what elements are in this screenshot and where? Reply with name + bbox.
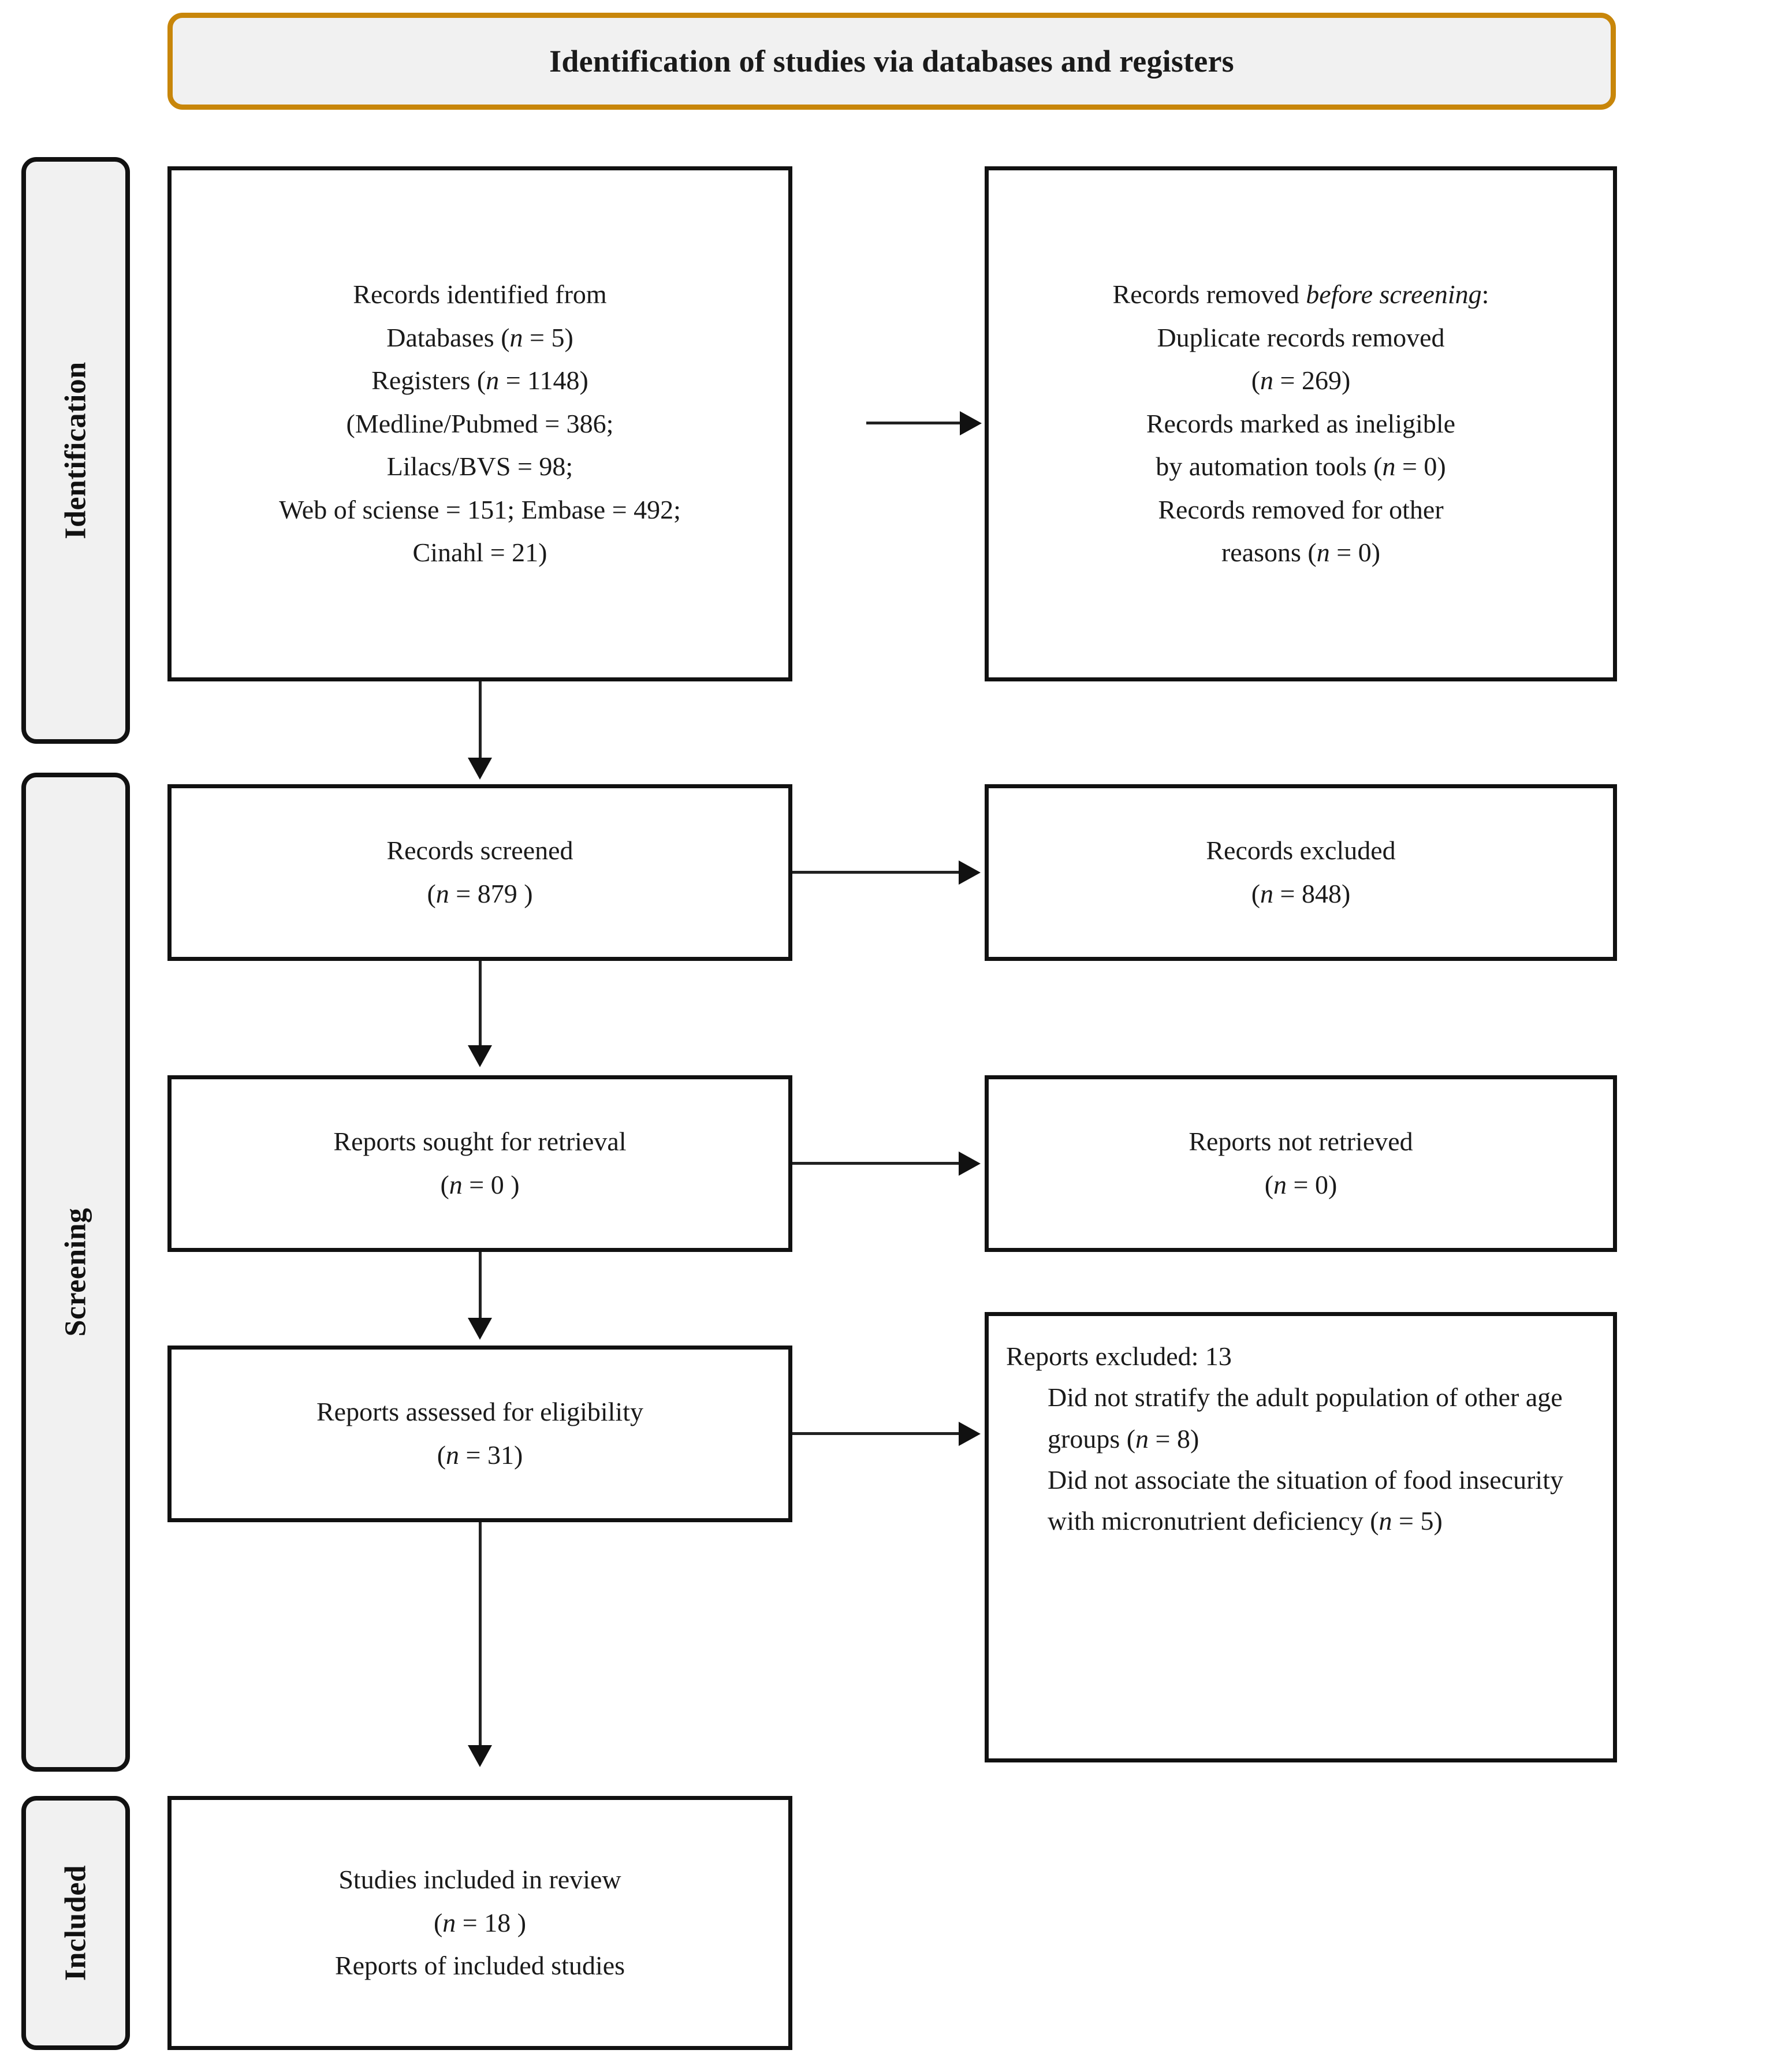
records-removed-line-1: Duplicate records removed xyxy=(1157,322,1445,352)
records-identified-line-7: Cinahl = 21) xyxy=(412,538,547,568)
connector-screened-to-excluded xyxy=(792,871,963,874)
box-records-removed-before-screening: Records removed before screening: Duplic… xyxy=(985,166,1617,681)
box-studies-included-in-review: Studies included in review (n = 18 ) Rep… xyxy=(167,1796,792,2050)
records-removed-line-6: reasons (n = 0) xyxy=(1221,538,1381,568)
reports-not-retrieved-label: Reports not retrieved xyxy=(1189,1127,1413,1157)
box-records-identified: Records identified from Databases (n = 5… xyxy=(167,166,792,681)
records-identified-line-5: Lilacs/BVS = 98; xyxy=(386,452,573,482)
connector-identified-to-screened xyxy=(479,681,482,762)
reports-not-retrieved-count: (n = 0) xyxy=(1264,1170,1338,1199)
reports-excluded-heading: Reports excluded: 13 xyxy=(1006,1341,1232,1371)
records-removed-line-3: Records marked as ineligible xyxy=(1146,408,1456,438)
records-identified-line-3: Registers (n = 1148) xyxy=(371,366,588,396)
records-removed-line-2: (n = 269) xyxy=(1251,366,1351,396)
studies-included-count: (n = 18 ) xyxy=(433,1907,527,1937)
arrow-right-icon-removed xyxy=(960,411,982,435)
records-removed-heading-suffix: : xyxy=(1481,279,1489,310)
arrow-right-icon-not-retrieved xyxy=(959,1151,981,1176)
box-reports-sought-for-retrieval: Reports sought for retrieval (n = 0 ) xyxy=(167,1075,792,1252)
diagram-header-banner: Identification of studies via databases … xyxy=(167,13,1616,110)
studies-included-reports-label: Reports of included studies xyxy=(334,1951,625,1981)
box-reports-excluded-reasons: Reports excluded: 13 Did not stratify th… xyxy=(985,1312,1617,1762)
connector-assessed-to-included xyxy=(479,1522,482,1747)
records-removed-heading-italic: before screening xyxy=(1306,279,1482,310)
arrow-down-icon-included xyxy=(468,1745,492,1767)
records-removed-line-4: by automation tools (n = 0) xyxy=(1156,452,1446,482)
arrow-right-icon-excluded xyxy=(959,860,981,885)
records-identified-line-2: Databases (n = 5) xyxy=(386,322,573,352)
connector-identified-to-removed xyxy=(866,422,964,424)
connector-sought-to-not-retrieved xyxy=(792,1162,963,1165)
arrow-down-icon-screened xyxy=(468,758,492,780)
stage-rail-identification: Identification xyxy=(21,157,130,744)
records-excluded-count: (n = 848) xyxy=(1251,879,1351,908)
records-identified-line-1: Records identified from xyxy=(353,279,607,310)
reports-assessed-count: (n = 31) xyxy=(437,1440,523,1470)
box-records-excluded: Records excluded (n = 848) xyxy=(985,784,1617,961)
records-removed-heading: Records removed before screening: xyxy=(1113,273,1489,316)
stage-rail-screening: Screening xyxy=(21,773,130,1772)
stage-label-included: Included xyxy=(59,1865,92,1981)
stage-rail-included: Included xyxy=(21,1796,130,2050)
records-excluded-label: Records excluded xyxy=(1206,836,1396,866)
arrow-down-icon-assessed xyxy=(468,1318,492,1340)
reports-excluded-reason-2: Did not associate the situation of food … xyxy=(1048,1464,1563,1536)
reports-assessed-label: Reports assessed for eligibility xyxy=(316,1397,643,1427)
stage-label-identification: Identification xyxy=(59,361,92,539)
box-records-screened: Records screened (n = 879 ) xyxy=(167,784,792,961)
records-removed-line-5: Records removed for other xyxy=(1158,494,1444,524)
connector-assessed-to-reports-excluded xyxy=(792,1432,963,1435)
box-reports-assessed-for-eligibility: Reports assessed for eligibility (n = 31… xyxy=(167,1346,792,1522)
arrow-right-icon-reports-excluded xyxy=(959,1422,981,1446)
reports-excluded-reason-1: Did not stratify the adult population of… xyxy=(1048,1382,1563,1453)
studies-included-label: Studies included in review xyxy=(338,1865,621,1895)
stage-label-screening: Screening xyxy=(59,1207,92,1337)
arrow-down-icon-sought xyxy=(468,1045,492,1067)
connector-screened-to-sought xyxy=(479,961,482,1048)
records-identified-line-6: Web of sciense = 151; Embase = 492; xyxy=(279,494,681,524)
records-identified-line-4: (Medline/Pubmed = 386; xyxy=(346,408,614,438)
reports-sought-count: (n = 0 ) xyxy=(440,1170,520,1199)
records-removed-heading-prefix: Records removed xyxy=(1112,279,1306,310)
records-screened-label: Records screened xyxy=(386,836,573,866)
records-screened-count: (n = 879 ) xyxy=(427,879,533,908)
connector-sought-to-assessed xyxy=(479,1252,482,1321)
diagram-title: Identification of studies via databases … xyxy=(549,44,1234,79)
reports-sought-label: Reports sought for retrieval xyxy=(333,1127,627,1157)
box-reports-not-retrieved: Reports not retrieved (n = 0) xyxy=(985,1075,1617,1252)
